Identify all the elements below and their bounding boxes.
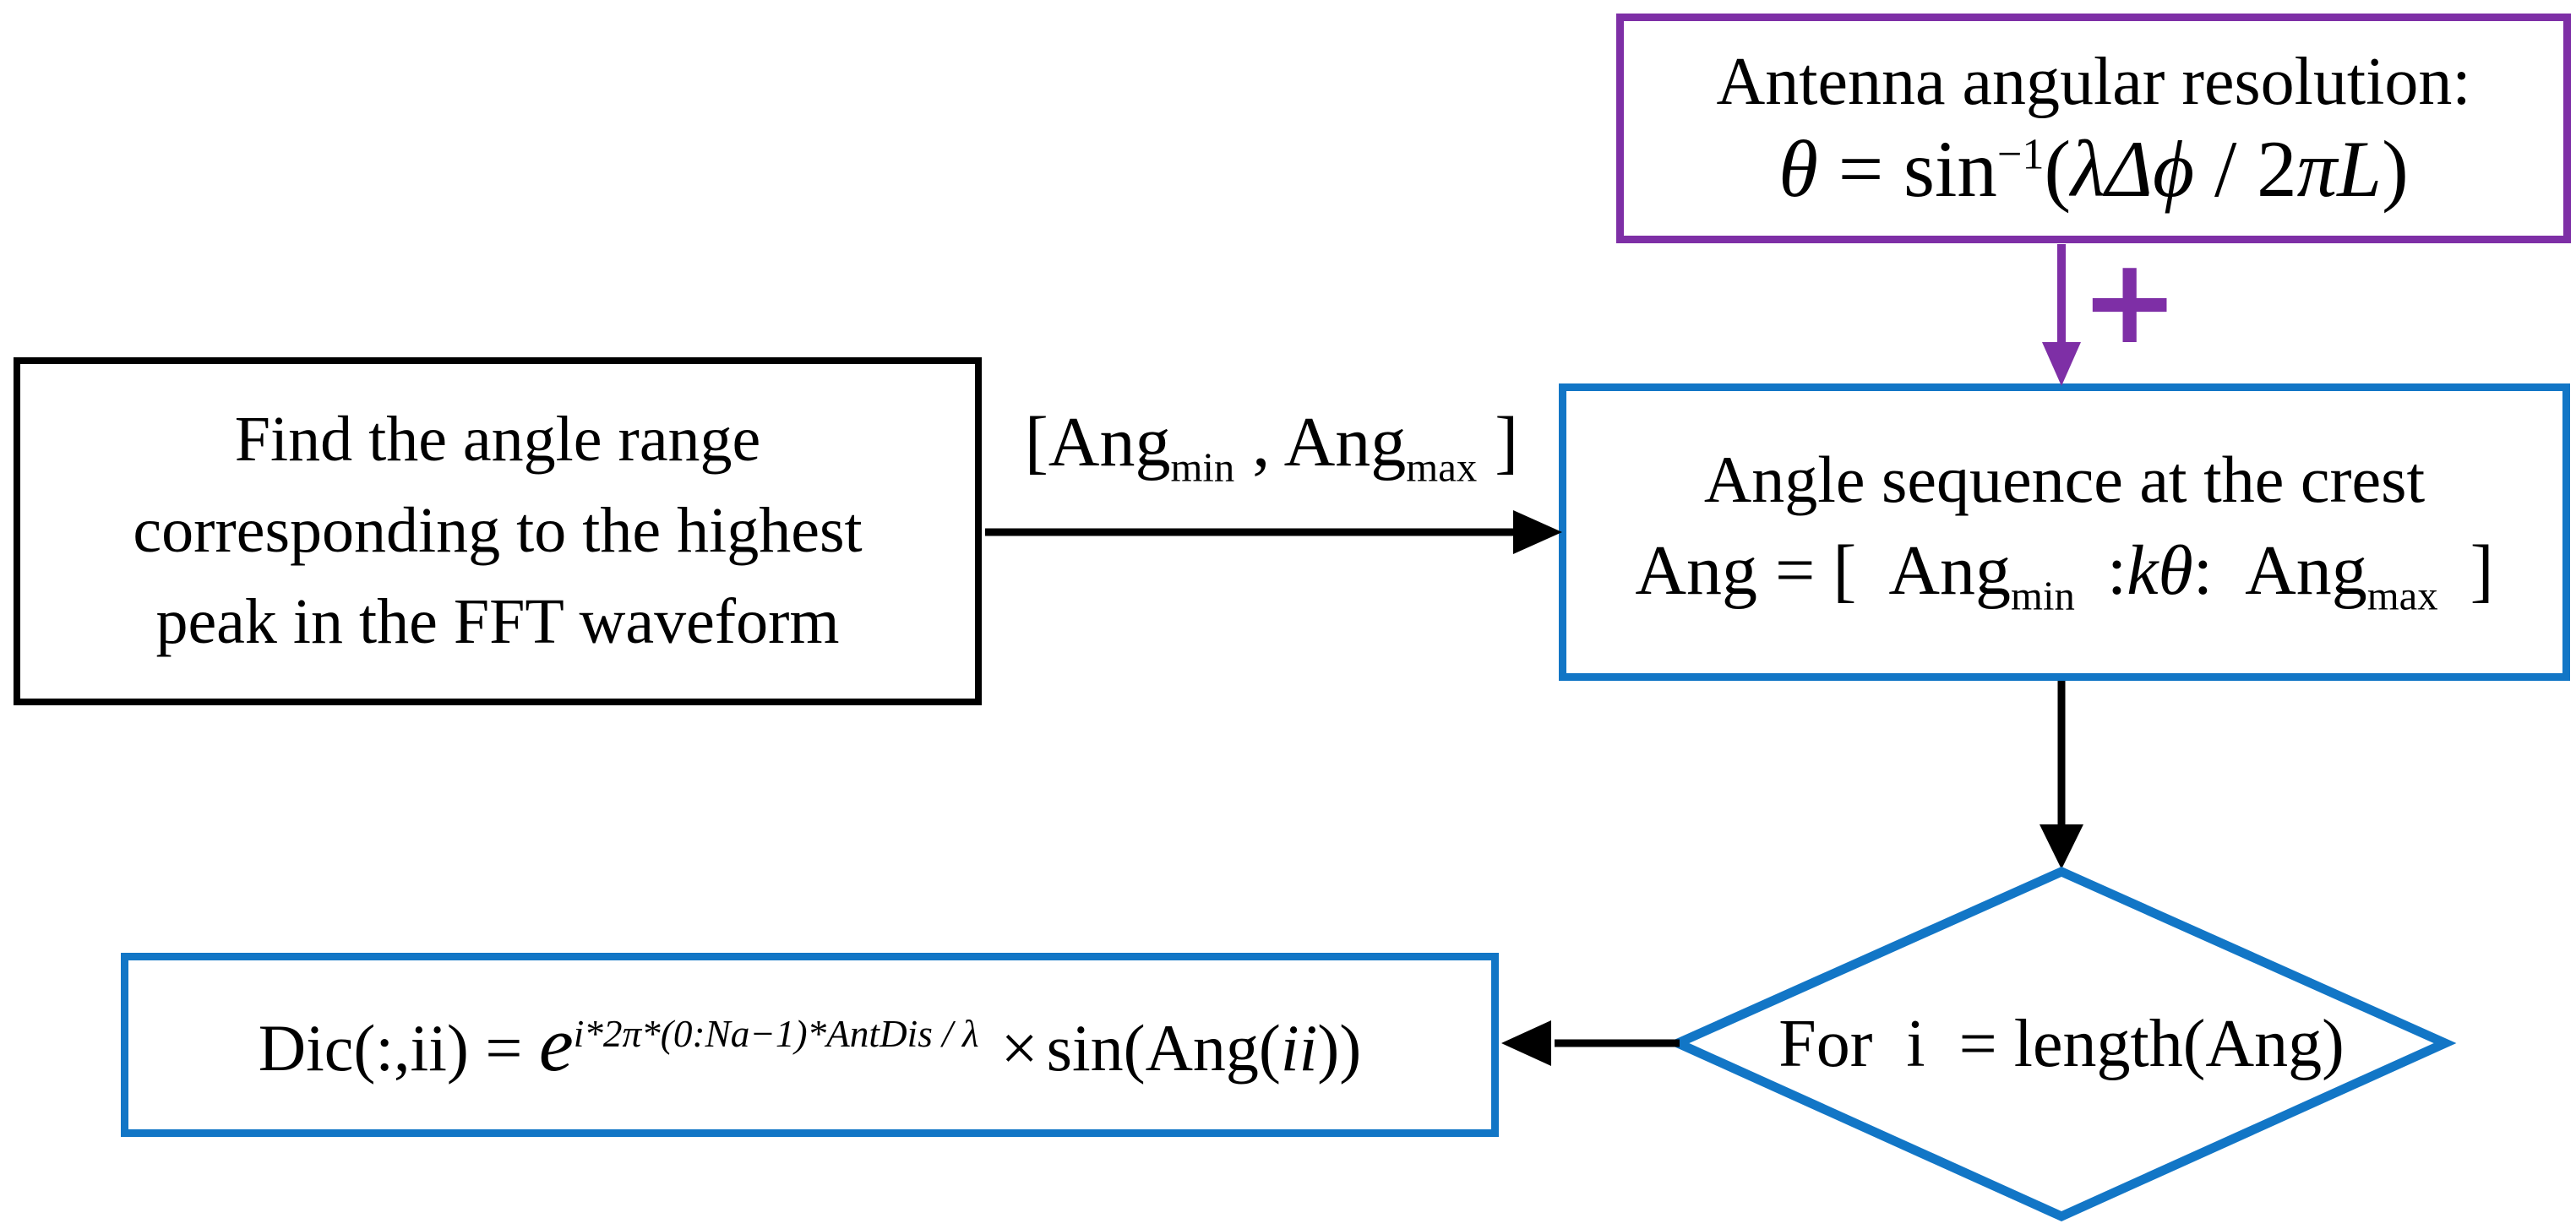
sequence-title: Angle sequence at the crest bbox=[1703, 442, 2426, 516]
dic-loop-index: ii bbox=[1280, 1011, 1318, 1085]
range-close: ] bbox=[1477, 403, 1519, 481]
range-sub-max: max bbox=[1406, 444, 1478, 491]
loop-diamond-label: For i = length(Ang) bbox=[1778, 1007, 2345, 1081]
pi-L: πL bbox=[2296, 124, 2383, 215]
find-box-line-3: peak in the FFT waveform bbox=[155, 585, 840, 657]
sin-term: sin bbox=[1903, 124, 1997, 215]
arrowhead-down-purple bbox=[2042, 342, 2081, 386]
range-sub-min: min bbox=[1170, 444, 1235, 491]
loop-to-dic-arrow bbox=[1501, 1020, 1680, 1066]
find-box-line-2: corresponding to the highest bbox=[133, 495, 863, 567]
sequence-box: Angle sequence at the crest Ang = [Angmi… bbox=[1559, 383, 2570, 681]
dic-exponent: i*2π*(0:Na−1)*AntDis / λ bbox=[573, 1013, 979, 1056]
right-paren: ) bbox=[2382, 124, 2409, 215]
dic-box: Dic(:,ii) = ei*2π*(0:Na−1)*AntDis / λ ×si… bbox=[121, 953, 1499, 1137]
arrowhead-down-black bbox=[2040, 824, 2083, 869]
find-box: Find the angle range corresponding to th… bbox=[14, 357, 982, 705]
dic-close-parens: )) bbox=[1317, 1011, 1362, 1085]
resolution-formula: θ = sin−1(λΔϕ / 2πL) bbox=[1778, 127, 2408, 212]
sequence-to-loop-arrow bbox=[2040, 681, 2083, 869]
k-theta: kθ bbox=[2127, 531, 2193, 611]
seq-lhs: Ang = [ bbox=[1635, 531, 1857, 611]
seq-step: :kθ: bbox=[2107, 531, 2213, 610]
plus-icon: + bbox=[2080, 233, 2180, 371]
seq-ang-min: Ang bbox=[1888, 531, 2012, 611]
seq-sub-max: max bbox=[2366, 573, 2438, 619]
resolution-box: Antenna angular resolution: θ = sin−1(λΔ… bbox=[1616, 14, 2571, 243]
dic-sin-open: sin(Ang( bbox=[1046, 1011, 1281, 1085]
seq-sub-min: min bbox=[2011, 573, 2075, 619]
times-operator: × bbox=[1000, 1011, 1038, 1085]
seq-close-bracket: ] bbox=[2470, 531, 2494, 611]
dic-lhs: Dic(:,ii) = bbox=[258, 1011, 539, 1085]
theta-symbol: θ bbox=[1778, 124, 1818, 215]
range-open: [Ang bbox=[1024, 403, 1171, 481]
range-label: [Angmin , Angmax ] bbox=[984, 400, 1559, 510]
coefficient-two: 2 bbox=[2257, 124, 2297, 215]
euler-e: e bbox=[538, 1001, 574, 1088]
sequence-formula: Ang = [Angmin:kθ:Angmax] bbox=[1635, 529, 2493, 621]
range-comma: , bbox=[1234, 403, 1284, 481]
divide-slash: / bbox=[2194, 124, 2257, 215]
arrowhead-right-black bbox=[1513, 510, 1562, 554]
find-box-line-1: Find the angle range bbox=[234, 404, 761, 476]
lambda-delta-phi: λΔϕ bbox=[2071, 124, 2195, 215]
seq-ang-max: Ang bbox=[2245, 531, 2367, 611]
find-to-sequence-arrow bbox=[985, 510, 1562, 554]
arrowhead-left-black bbox=[1501, 1020, 1551, 1066]
resolution-title: Antenna angular resolution: bbox=[1716, 45, 2471, 120]
left-paren: ( bbox=[2044, 124, 2072, 215]
dic-formula: Dic(:,ii) = ei*2π*(0:Na−1)*AntDis / λ ×si… bbox=[259, 1002, 1361, 1087]
range-ang: Ang bbox=[1283, 403, 1407, 481]
inverse-exponent: −1 bbox=[1996, 129, 2045, 179]
resolution-to-sequence-arrow bbox=[2042, 244, 2081, 386]
seq-colon-1: : bbox=[2106, 531, 2127, 611]
equals-sign: = bbox=[1817, 124, 1904, 215]
seq-colon-2: : bbox=[2192, 531, 2214, 611]
